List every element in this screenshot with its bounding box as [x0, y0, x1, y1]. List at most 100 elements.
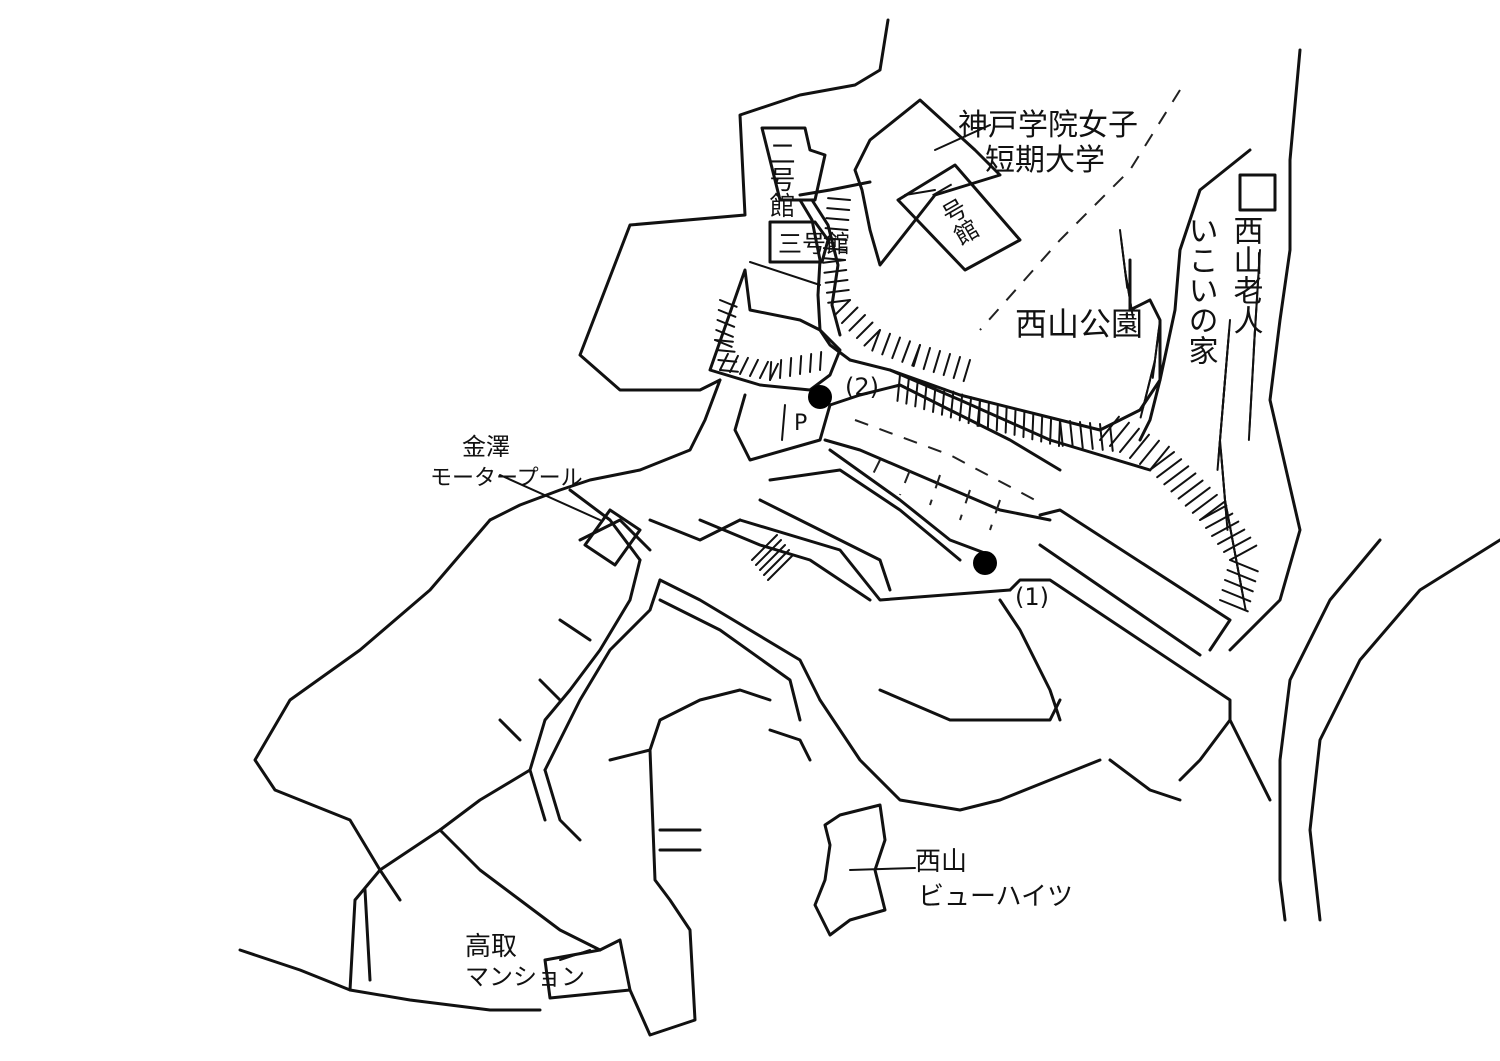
hatch-mark	[749, 358, 759, 377]
hatch-mark	[1221, 589, 1252, 603]
hatch-mark	[824, 227, 849, 231]
hatch-mark	[967, 396, 973, 425]
hatch-mark	[1170, 472, 1197, 493]
college-name-line1: 神戸学院女子	[958, 108, 1138, 143]
hatch-mark	[1031, 412, 1035, 441]
elderly-home-line1: 西山老人	[1228, 215, 1264, 335]
hatch-mark	[1129, 433, 1150, 459]
hatch-mark	[825, 217, 850, 221]
hatch-mark	[958, 393, 964, 422]
label-motor-pool: 金澤 モータープール	[430, 433, 583, 491]
hatch-mark	[717, 359, 738, 363]
hatch-mark	[940, 387, 946, 416]
hatch-mark	[1099, 415, 1120, 441]
hatch-mark	[1069, 420, 1074, 448]
hatch-mark	[1049, 416, 1053, 445]
label-takatori: 高取 マンション	[465, 932, 585, 991]
label-park: 西山公園	[1015, 305, 1143, 343]
hatch-mark	[1156, 458, 1183, 479]
hatch-mark	[1219, 599, 1249, 613]
hatch-mark	[896, 374, 901, 402]
hatch-mark	[715, 329, 734, 338]
takatori-mansion	[543, 688, 772, 1037]
hatch-mark	[1109, 424, 1114, 452]
hatch-mark	[1089, 422, 1094, 450]
hatch-mark	[1079, 421, 1084, 449]
hatch-mark	[840, 306, 859, 325]
west-region	[238, 488, 662, 1012]
hatch-mark	[789, 357, 793, 377]
view-heights-building	[813, 803, 887, 937]
hatch-mark	[1211, 520, 1240, 537]
hatch-mark	[809, 353, 813, 373]
hatch-mark	[1199, 504, 1228, 521]
hatch-mark	[901, 340, 911, 363]
hatch-mark	[823, 237, 848, 241]
motor-pool-line2: モータープール	[430, 466, 583, 491]
hatch-mark	[819, 351, 823, 371]
hatch-mark	[1139, 439, 1160, 465]
hatch-mark	[1040, 414, 1044, 443]
view-heights-line2: ビューハイツ	[918, 882, 1073, 912]
hatch-mark	[1004, 405, 1008, 434]
hatch-mark	[1191, 493, 1218, 514]
hatch-mark	[1059, 419, 1064, 447]
south-central-road	[768, 688, 1102, 812]
east-roads	[1228, 538, 1500, 922]
label-point-2: (2)	[845, 373, 879, 401]
hatch-mark	[986, 401, 990, 430]
hatch-mark	[1223, 536, 1252, 553]
hatch-mark	[729, 354, 739, 373]
hatch-mark	[769, 361, 773, 381]
motor-pool-line1: 金澤	[462, 433, 510, 461]
elderly-home-area	[1138, 48, 1302, 652]
hatch-mark	[912, 344, 921, 368]
main-roads	[648, 358, 1232, 802]
hatch-mark	[1239, 579, 1247, 611]
hatch-mark	[717, 309, 737, 318]
takatori-line1: 高取	[465, 932, 517, 962]
hatch-mark	[827, 299, 851, 304]
slope-hatching-right	[1099, 249, 1261, 613]
hatch-mark	[714, 339, 734, 343]
building-2	[760, 126, 827, 202]
marker-point-2	[808, 385, 832, 409]
campus-boundary	[488, 18, 890, 522]
hatch-mark	[855, 321, 874, 340]
building-1	[896, 163, 1022, 272]
park-boundary	[888, 258, 1162, 432]
label-view-heights: 西山 ビューハイツ	[915, 847, 1073, 912]
hatch-mark	[952, 356, 961, 380]
hatch-mark	[1129, 299, 1134, 319]
label-point-1: (1)	[1015, 583, 1049, 611]
hatch-mark	[719, 352, 729, 371]
hatch-mark	[905, 376, 910, 405]
hatch-mark	[1229, 559, 1259, 573]
hatch-mark	[1149, 445, 1170, 471]
label-elderly-home: 西山老人 いこいの家	[1183, 215, 1264, 365]
slope-hatching-park	[896, 229, 1161, 452]
hatch-mark	[1109, 421, 1130, 447]
hatch-mark	[1224, 579, 1254, 593]
hatch-mark	[822, 247, 847, 251]
motor-pool-building	[583, 508, 642, 567]
hatch-mark	[942, 353, 951, 377]
hatch-mark	[871, 329, 881, 352]
hatch-mark	[932, 350, 941, 374]
marker-point-1	[973, 551, 997, 575]
building-3	[768, 220, 830, 264]
dashed-lines	[854, 89, 1181, 531]
hatch-mark	[891, 336, 901, 360]
hatch-mark	[995, 403, 999, 432]
stairs	[751, 534, 794, 581]
hatch-mark	[1149, 451, 1176, 471]
college-name-line2: 短期大学	[985, 143, 1105, 178]
hatch-mark	[823, 269, 848, 274]
takatori-line2: マンション	[465, 963, 585, 991]
hatch-mark	[833, 299, 851, 317]
leader-lines	[499, 124, 991, 961]
label-building-3: 三号館	[778, 230, 850, 258]
hatch-mark	[923, 382, 928, 411]
